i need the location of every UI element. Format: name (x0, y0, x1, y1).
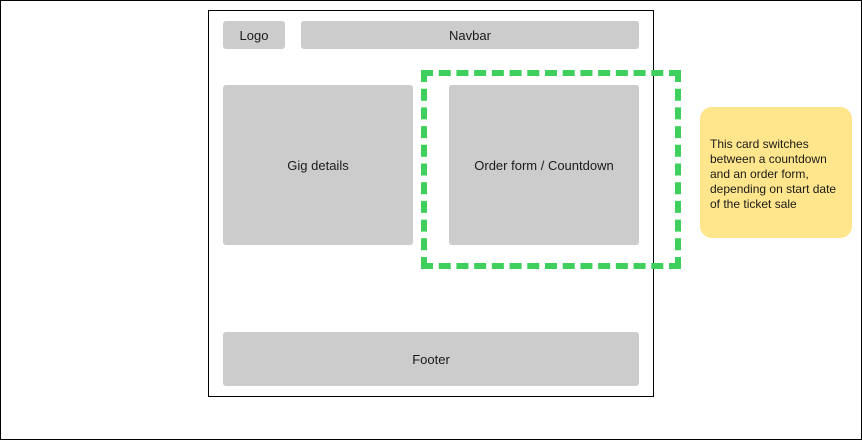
gig-details-label: Gig details (287, 157, 349, 173)
order-form-label: Order form / Countdown (474, 157, 614, 173)
navbar-label: Navbar (449, 27, 491, 43)
sticky-note-text: This card switches between a countdown a… (710, 137, 837, 211)
logo-label: Logo (239, 27, 269, 43)
logo-block: Logo (223, 21, 285, 49)
dashed-highlight-frame (421, 70, 681, 269)
gig-details-block: Gig details (223, 85, 413, 245)
navbar-block: Navbar (301, 21, 639, 49)
order-form-block: Order form / Countdown (449, 85, 639, 245)
footer-block: Footer (223, 332, 639, 386)
footer-label: Footer (412, 351, 450, 367)
sticky-note: This card switches between a countdown a… (700, 107, 852, 238)
